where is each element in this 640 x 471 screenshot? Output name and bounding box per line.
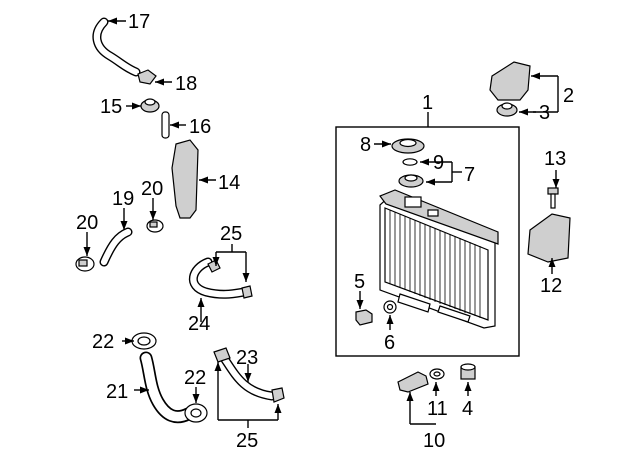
callout-25-lower: 25 bbox=[236, 430, 258, 452]
filler-cap bbox=[398, 174, 424, 188]
leader-lines bbox=[83, 17, 560, 428]
hose-clamp-left bbox=[75, 256, 95, 272]
hose-clamp-22-lower bbox=[184, 403, 208, 423]
callout-20-left: 20 bbox=[76, 212, 98, 234]
o-ring bbox=[402, 158, 418, 166]
upper-cushion bbox=[496, 102, 518, 117]
callout-23: 23 bbox=[236, 347, 258, 369]
temp-sensor bbox=[397, 371, 429, 393]
hose-clamp-23b bbox=[271, 387, 285, 403]
radiator-cap bbox=[391, 138, 425, 154]
coolant-reservoir bbox=[171, 139, 199, 219]
lower-cushion bbox=[460, 363, 476, 380]
callout-labels: 17 18 15 16 14 19 20 20 25 24 22 21 22 2… bbox=[76, 11, 574, 452]
callout-6: 6 bbox=[384, 332, 395, 354]
drain-washer bbox=[383, 300, 397, 314]
hose-clamp-upper bbox=[146, 219, 164, 233]
callout-17: 17 bbox=[128, 11, 150, 33]
callout-4: 4 bbox=[462, 398, 473, 420]
callout-24: 24 bbox=[188, 313, 210, 335]
callout-11: 11 bbox=[427, 398, 448, 420]
callout-14: 14 bbox=[218, 172, 240, 194]
callout-5: 5 bbox=[354, 271, 365, 293]
callout-8: 8 bbox=[360, 134, 371, 156]
upper-radiator-hose bbox=[219, 353, 277, 401]
side-seal bbox=[527, 213, 571, 263]
breather-tube bbox=[161, 111, 170, 139]
radiator-assembly-box bbox=[335, 112, 520, 357]
hose-clamp-24b bbox=[241, 285, 253, 299]
callout-20-upper: 20 bbox=[141, 178, 163, 200]
reservoir-hose bbox=[99, 227, 133, 267]
upper-bracket bbox=[489, 61, 531, 101]
drain-plug bbox=[355, 309, 373, 326]
bypass-hose bbox=[189, 257, 249, 299]
callout-2: 2 bbox=[563, 85, 574, 107]
callout-21: 21 bbox=[106, 381, 128, 403]
callout-22-upper: 22 bbox=[92, 331, 114, 353]
hose-clamp bbox=[137, 69, 157, 85]
hose-clamp-22-upper bbox=[131, 332, 157, 350]
mount-bolt bbox=[547, 187, 559, 209]
reservoir-cap bbox=[140, 98, 160, 113]
callout-12: 12 bbox=[540, 275, 562, 297]
callout-15: 15 bbox=[100, 96, 122, 118]
callout-22-lower: 22 bbox=[184, 367, 206, 389]
callout-16: 16 bbox=[189, 116, 211, 138]
callout-9: 9 bbox=[433, 152, 444, 174]
reservoir-overflow-hose bbox=[92, 17, 141, 77]
callout-10: 10 bbox=[423, 430, 445, 452]
lower-washer bbox=[429, 368, 445, 380]
hose-clamp-23a bbox=[213, 347, 231, 363]
radiator-core bbox=[379, 189, 499, 329]
lower-radiator-hose bbox=[139, 351, 195, 424]
callout-19: 19 bbox=[112, 188, 134, 210]
callout-18: 18 bbox=[175, 73, 197, 95]
callout-3: 3 bbox=[539, 102, 550, 124]
callout-7: 7 bbox=[464, 164, 475, 186]
callout-25-upper: 25 bbox=[220, 223, 242, 245]
callout-1: 1 bbox=[422, 92, 433, 114]
callout-13: 13 bbox=[544, 148, 566, 170]
